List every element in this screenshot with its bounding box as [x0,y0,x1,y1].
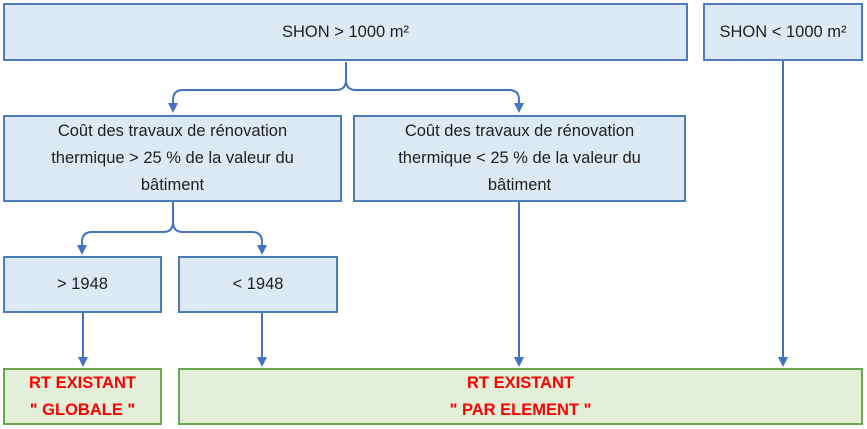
result-rt-existant-globale: RT EXISTANT " GLOBALE " [3,368,162,425]
node-cost-gt-25-label: Coût des travaux de rénovation thermique… [51,122,294,194]
node-year-lt-1948: < 1948 [178,256,338,313]
brace-shon-gt-right [345,79,524,113]
node-year-lt-1948-label: < 1948 [232,275,284,293]
node-year-gt-1948-label: > 1948 [57,275,108,293]
result-globale-line2: " GLOBALE " [29,400,136,419]
brace-shon-gt [168,62,347,113]
node-shon-lt-1000-label: SHON < 1000 m² [719,22,847,41]
result-par-element-line2: " PAR ELEMENT " [449,400,592,419]
node-cost-gt-25: Coût des travaux de rénovation thermique… [3,115,342,202]
node-shon-lt-1000: SHON < 1000 m² [703,3,863,61]
node-cost-lt-25: Coût des travaux de rénovation thermique… [353,115,686,202]
brace-cost-gt-right [172,221,267,255]
node-shon-gt-1000-label: SHON > 1000 m² [281,22,409,41]
brace-cost-gt [77,202,174,255]
result-rt-existant-par-element: RT EXISTANT " PAR ELEMENT " [178,368,863,425]
result-par-element-line1: RT EXISTANT [467,373,574,392]
result-globale-line1: RT EXISTANT [29,373,136,392]
node-year-gt-1948: > 1948 [3,256,162,313]
node-cost-lt-25-label: Coût des travaux de rénovation thermique… [398,122,641,194]
node-shon-gt-1000: SHON > 1000 m² [3,3,688,61]
